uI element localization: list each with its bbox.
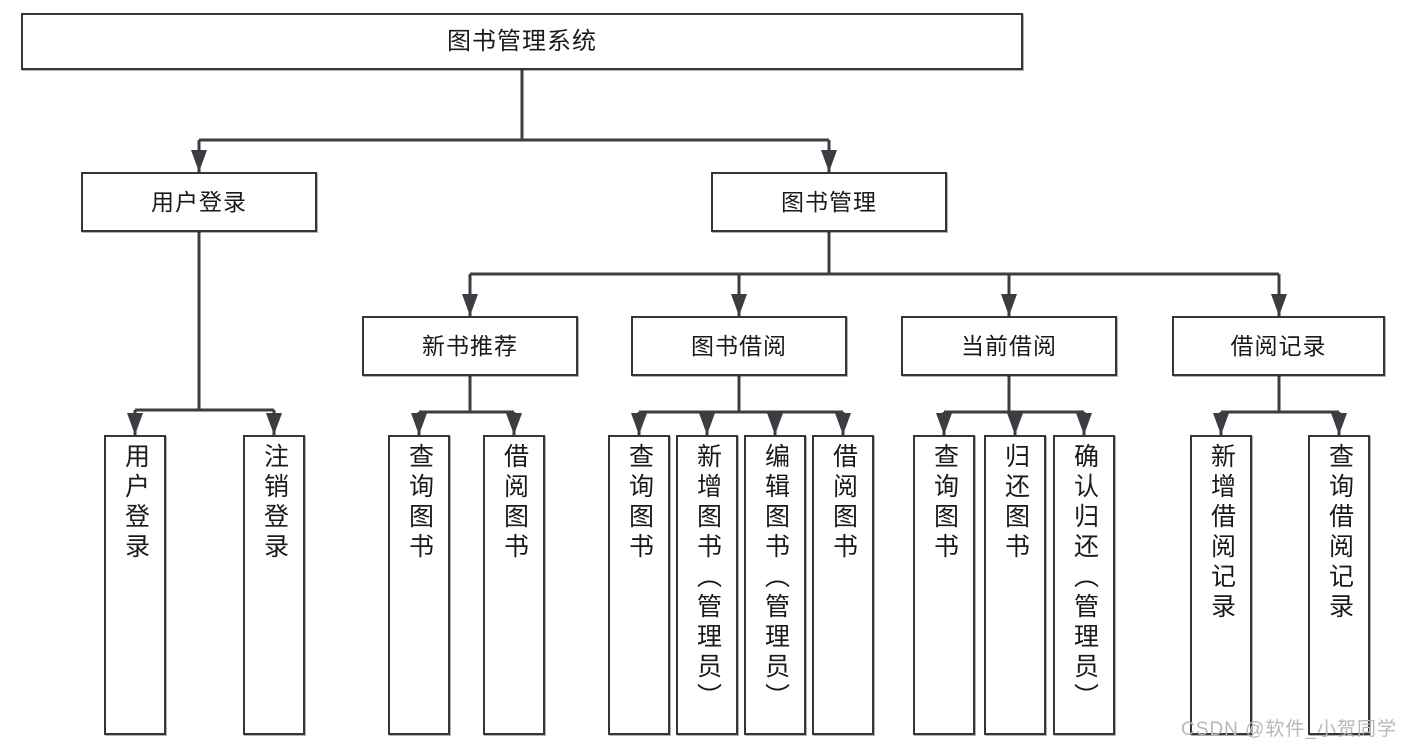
node-label: 图书借阅 <box>691 332 787 359</box>
node-bookmgr[interactable]: 图书管理 <box>711 172 947 232</box>
connector-arrowhead <box>699 413 715 435</box>
node-label: 查询图书 <box>625 443 654 563</box>
node-label: 图书管理 <box>781 188 877 215</box>
node-label: 借阅图书 <box>829 443 858 563</box>
connector-arrowhead <box>1213 413 1229 435</box>
connector-arrowhead <box>731 294 747 316</box>
node-borrow[interactable]: 图书借阅 <box>631 316 847 376</box>
connector-arrowhead <box>266 413 282 435</box>
node-current[interactable]: 当前借阅 <box>901 316 1117 376</box>
connector-arrowhead <box>767 413 783 435</box>
node-label: 用户登录 <box>121 443 150 563</box>
connector-arrowhead <box>1001 294 1017 316</box>
node-leaf6[interactable]: 新增图书（管理员） <box>676 435 738 735</box>
node-leaf13[interactable]: 查询借阅记录 <box>1308 435 1370 735</box>
connector-arrowhead <box>936 413 952 435</box>
node-root[interactable]: 图书管理系统 <box>21 13 1023 70</box>
node-label: 图书管理系统 <box>447 27 597 55</box>
connector-arrowhead <box>127 413 143 435</box>
connector-arrowhead <box>1331 413 1347 435</box>
node-leaf12[interactable]: 新增借阅记录 <box>1190 435 1252 735</box>
node-label: 查询借阅记录 <box>1325 443 1354 623</box>
connector-arrowhead <box>1076 413 1092 435</box>
node-leaf2[interactable]: 注销登录 <box>243 435 305 735</box>
node-leaf8[interactable]: 借阅图书 <box>812 435 874 735</box>
node-newbook[interactable]: 新书推荐 <box>362 316 578 376</box>
node-leaf3[interactable]: 查询图书 <box>388 435 450 735</box>
node-label: 借阅图书 <box>500 443 529 563</box>
node-label: 借阅记录 <box>1230 332 1327 359</box>
node-label: 用户登录 <box>151 188 247 215</box>
node-leaf9[interactable]: 查询图书 <box>913 435 975 735</box>
node-leaf5[interactable]: 查询图书 <box>608 435 670 735</box>
node-label: 新增图书（管理员） <box>693 443 722 713</box>
node-label: 编辑图书（管理员） <box>761 443 790 713</box>
node-label: 新增借阅记录 <box>1207 443 1236 623</box>
node-label: 注销登录 <box>260 443 289 563</box>
connector-arrowhead <box>506 413 522 435</box>
connector-arrowhead <box>1007 413 1023 435</box>
node-leaf4[interactable]: 借阅图书 <box>483 435 545 735</box>
node-leaf10[interactable]: 归还图书 <box>984 435 1046 735</box>
node-label: 当前借阅 <box>961 332 1057 359</box>
connector-arrowhead <box>411 413 427 435</box>
node-label: 查询图书 <box>405 443 434 563</box>
node-label: 查询图书 <box>930 443 959 563</box>
node-records[interactable]: 借阅记录 <box>1172 316 1385 376</box>
connector-arrowhead <box>631 413 647 435</box>
connector-arrowhead <box>821 150 837 172</box>
node-label: 新书推荐 <box>422 332 518 359</box>
connector-arrowhead <box>835 413 851 435</box>
watermark: CSDN @软件_小贺同学 <box>1181 719 1397 740</box>
node-label: 归还图书 <box>1001 443 1030 563</box>
node-login[interactable]: 用户登录 <box>81 172 317 232</box>
node-leaf7[interactable]: 编辑图书（管理员） <box>744 435 806 735</box>
node-label: 确认归还（管理员） <box>1070 443 1099 713</box>
node-leaf1[interactable]: 用户登录 <box>104 435 166 735</box>
node-leaf11[interactable]: 确认归还（管理员） <box>1053 435 1115 735</box>
connector-arrowhead <box>1271 294 1287 316</box>
connector-arrowhead <box>191 150 207 172</box>
connector-arrowhead <box>462 294 478 316</box>
